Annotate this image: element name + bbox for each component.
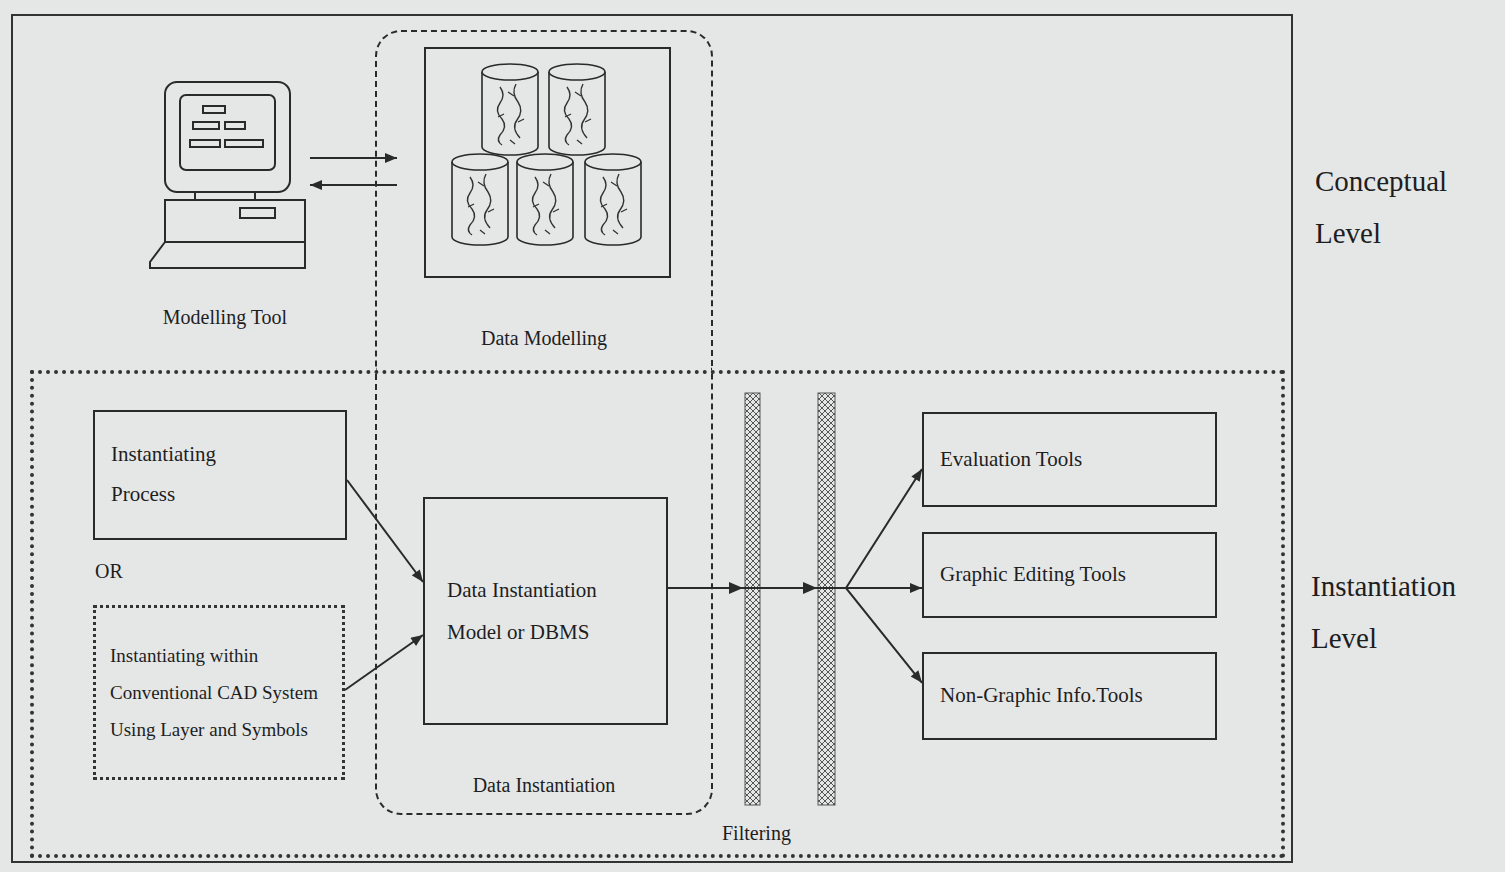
dbms-box: Data Instantiation Model or DBMS	[423, 497, 668, 725]
flow-arrow	[347, 480, 423, 582]
process-box: Instantiating Process	[93, 410, 347, 540]
tool-box: Non-Graphic Info.Tools	[922, 652, 1217, 740]
level-label: Conceptual Level	[1315, 155, 1497, 259]
modelling-tool: Modelling Tool	[140, 75, 310, 335]
tool-box: Graphic Editing Tools	[922, 532, 1217, 618]
flow-arrow	[310, 157, 397, 159]
or-label: OR	[95, 560, 155, 583]
node-text: Graphic Editing Tools	[940, 555, 1126, 595]
database-illustration	[425, 48, 670, 277]
flow-arrow	[310, 184, 397, 186]
filter-label-wrap: Filtering	[722, 822, 832, 845]
node-text: Non-Graphic Info.Tools	[940, 676, 1143, 716]
flow-arrow	[668, 469, 922, 588]
computer-icon	[150, 82, 305, 268]
node-text: Evaluation Tools	[940, 440, 1082, 480]
node-text: Instantiating within Conventional CAD Sy…	[110, 637, 328, 748]
level-heading: Instantiation Level	[1311, 560, 1493, 664]
node-text: Instantiating Process	[111, 435, 271, 515]
flow-arrow	[668, 588, 922, 683]
node-text: Data Modelling	[481, 327, 607, 350]
node-text: Modelling Tool	[163, 306, 287, 329]
tool-box: Evaluation Tools	[922, 412, 1217, 507]
outer-frame	[12, 15, 1292, 862]
node-text: Data Instantiation	[473, 774, 616, 797]
modelling-group: Data Modelling	[375, 30, 713, 370]
node-text: Data Instantiation Model or DBMS	[447, 569, 647, 653]
cad-box: Instantiating within Conventional CAD Sy…	[93, 605, 345, 780]
level-label-wrap: Conceptual Level	[1315, 155, 1497, 259]
node-text: Instantiation Level	[1311, 560, 1493, 664]
instantiation-group: Data Instantiation Data Instantiation Mod…	[375, 370, 713, 815]
filter-label: Filtering	[722, 822, 832, 845]
filter-bars	[729, 393, 835, 805]
or-label-wrap: OR	[95, 560, 155, 583]
flow-arrow	[345, 635, 423, 690]
instantiation-region: Instantiation LevelInstantiating Process…	[30, 370, 1285, 858]
